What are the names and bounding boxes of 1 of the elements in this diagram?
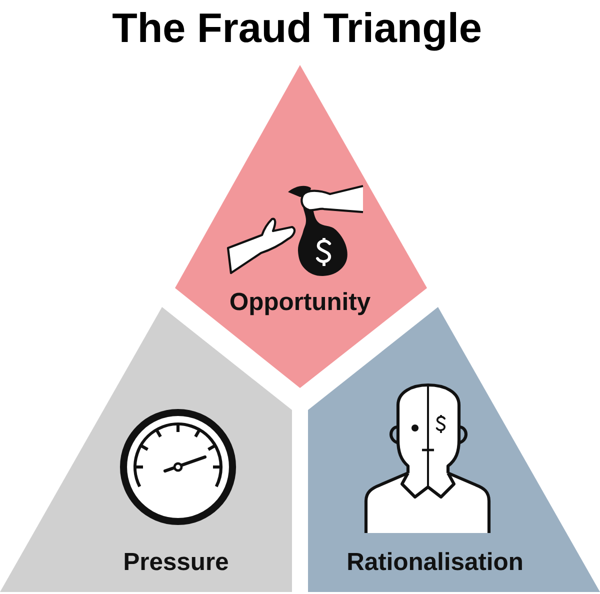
- title: The Fraud Triangle: [112, 12, 481, 51]
